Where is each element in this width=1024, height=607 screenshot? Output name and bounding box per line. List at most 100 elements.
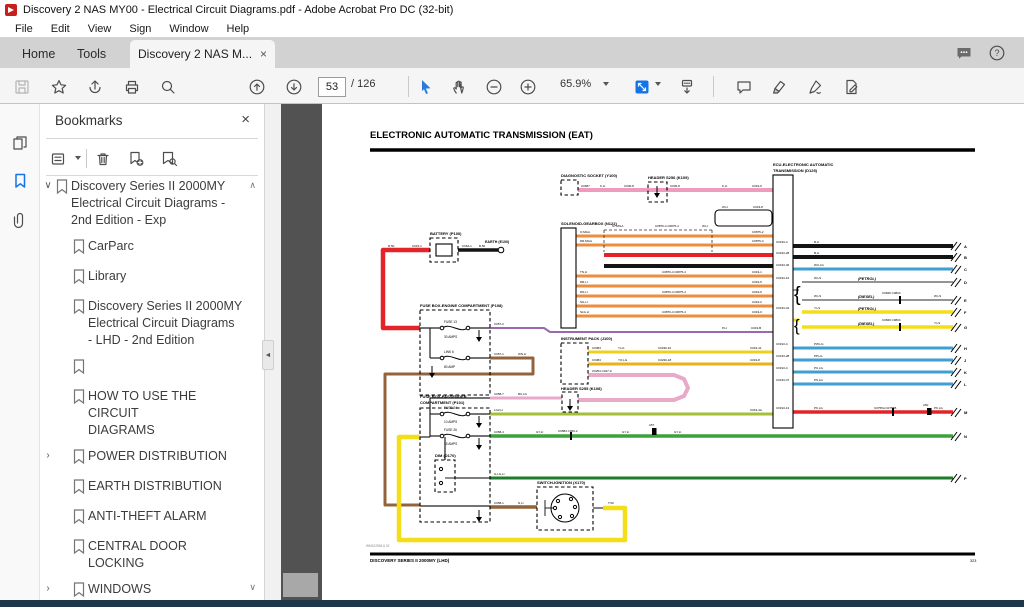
menu-edit[interactable]: Edit — [42, 22, 79, 36]
bookmark-item[interactable] — [40, 358, 245, 379]
chevron-spacer — [40, 508, 56, 529]
page-up-icon[interactable] — [246, 76, 268, 98]
tab-tools[interactable]: Tools — [65, 43, 118, 65]
svg-text:(DIESEL): (DIESEL) — [858, 322, 875, 326]
svg-text:30 AMPS: 30 AMPS — [444, 335, 457, 339]
bookmark-list: ∨ Discovery Series II 2000MYElectrical Ci… — [40, 178, 245, 600]
scroll-up-icon[interactable]: ∧ — [249, 180, 256, 191]
share-icon[interactable] — [84, 76, 106, 98]
svg-text:C0876-4 C0875-4: C0876-4 C0875-4 — [655, 224, 679, 228]
svg-text:C019-8: C019-8 — [750, 358, 760, 362]
document-gutter — [281, 104, 322, 600]
zoom-level-label[interactable]: 65.9% — [560, 78, 591, 90]
zoom-in-icon[interactable] — [517, 76, 539, 98]
svg-text:C: C — [964, 267, 967, 272]
chevron-spacer — [40, 478, 56, 499]
save-icon[interactable] — [11, 76, 33, 98]
fit-page-icon[interactable] — [631, 76, 653, 98]
chat-icon[interactable] — [953, 42, 975, 64]
options-caret-icon[interactable] — [75, 156, 81, 160]
page-down-icon[interactable] — [283, 76, 305, 98]
bookmark-item[interactable]: ∨Discovery Series II 2000MYElectrical Ci… — [40, 178, 245, 229]
bookmark-icon — [73, 298, 88, 349]
svg-text:B,50: B,50 — [479, 244, 486, 248]
menu-file[interactable]: File — [6, 22, 42, 36]
svg-text:15 AMPS: 15 AMPS — [444, 442, 457, 446]
svg-text:EARTH (E100): EARTH (E100) — [485, 240, 510, 244]
svg-text:DR,LI: DR,LI — [580, 280, 588, 284]
svg-text:DISCOVERY SERIES II 2000MY (LH: DISCOVERY SERIES II 2000MY (LHD) — [370, 558, 450, 563]
menu-window[interactable]: Window — [160, 22, 217, 36]
bookmark-item[interactable]: HOW TO USE THE CIRCUITDIAGRAMS — [40, 388, 245, 439]
svg-text:(DIESEL): (DIESEL) — [858, 295, 875, 299]
svg-text:C030-8: C030-8 — [670, 184, 680, 188]
find-bookmark-icon[interactable] — [158, 148, 180, 170]
bookmark-item[interactable]: EARTH DISTRIBUTION — [40, 478, 245, 499]
star-icon[interactable] — [48, 76, 70, 98]
bookmark-item[interactable]: ANTI-THEFT ALARM — [40, 508, 245, 529]
svg-text:C019-5: C019-5 — [752, 280, 762, 284]
svg-text:(PETROL): (PETROL) — [858, 277, 877, 281]
bookmark-item[interactable]: ›WINDOWS — [40, 581, 245, 600]
chevron-icon[interactable]: › — [40, 581, 56, 600]
bookmark-label: CENTRAL DOOR LOCKING — [88, 538, 245, 572]
close-tab-icon[interactable]: × — [260, 47, 267, 61]
svg-text:C0846 C0834: C0846 C0834 — [882, 291, 901, 295]
svg-text:C030-8: C030-8 — [624, 184, 634, 188]
svg-text:SOLENOID-GEARBOX (N122): SOLENOID-GEARBOX (N122) — [561, 221, 617, 226]
tab-home[interactable]: Home — [10, 43, 67, 65]
tab-document-label: Discovery 2 NAS M... — [138, 47, 252, 61]
menu-view[interactable]: View — [79, 22, 121, 36]
svg-text:PS,LG: PS,LG — [814, 378, 824, 382]
bookmark-item[interactable]: ›POWER DISTRIBUTION — [40, 448, 245, 469]
comment-icon[interactable] — [733, 76, 755, 98]
add-bookmark-icon[interactable] — [125, 148, 147, 170]
svg-text:F: F — [964, 310, 967, 315]
svg-text:P,LI: P,LI — [722, 326, 727, 330]
svg-text:C0193-47: C0193-47 — [776, 378, 790, 382]
svg-text:C0193-4: C0193-4 — [776, 342, 788, 346]
zoom-out-icon[interactable] — [483, 76, 505, 98]
help-icon[interactable]: ? — [986, 42, 1008, 64]
chevron-icon[interactable]: ∨ — [40, 178, 56, 229]
close-panel-icon[interactable]: × — [241, 111, 250, 128]
send-sign-icon[interactable] — [840, 76, 862, 98]
bookmark-item[interactable]: CarParc — [40, 238, 245, 259]
tab-document[interactable]: Discovery 2 NAS M... × — [130, 40, 275, 68]
chevron-icon[interactable]: › — [40, 448, 56, 469]
scroll-mode-icon[interactable] — [676, 76, 698, 98]
svg-text:FUSE BOX-ENGINE COMPARTMENT (P: FUSE BOX-ENGINE COMPARTMENT (P108) — [420, 303, 503, 308]
bookmark-item[interactable]: Discovery Series II 2000MYElectrical Cir… — [40, 298, 245, 349]
svg-text:DN,LI: DN,LI — [580, 290, 588, 294]
svg-text:W,LS: W,LS — [814, 276, 821, 280]
svg-text:A57: A57 — [649, 423, 655, 427]
find-icon[interactable] — [157, 76, 179, 98]
svg-text:BU,LG: BU,LG — [518, 392, 528, 396]
options-icon[interactable] — [48, 148, 70, 170]
svg-text:ECU-ELECTRONIC AUTOMATIC: ECU-ELECTRONIC AUTOMATIC — [773, 162, 833, 167]
horizontal-scrollbar-thumb[interactable] — [283, 573, 318, 597]
svg-text:C064-1: C064-1 — [462, 244, 472, 248]
highlight-icon[interactable] — [768, 76, 790, 98]
print-icon[interactable] — [121, 76, 143, 98]
menu-sign[interactable]: Sign — [120, 22, 160, 36]
collapse-panel-handle[interactable]: ◄ — [262, 340, 274, 370]
rail-bookmarks-icon[interactable] — [9, 170, 31, 192]
fill-sign-icon[interactable] — [804, 76, 826, 98]
pdf-page: ABCDEFGHJKLMNPELECTRONIC AUTOMATIC TRANS… — [322, 110, 1024, 600]
rail-attachments-icon[interactable] — [9, 208, 31, 230]
select-icon[interactable] — [415, 76, 437, 98]
bookmark-item[interactable]: Library — [40, 268, 245, 289]
scroll-down-icon[interactable]: ∨ — [249, 582, 256, 593]
page-number-input[interactable]: 53 — [318, 77, 346, 97]
rail-page-thumbnails-icon[interactable] — [9, 132, 31, 154]
hand-icon[interactable] — [448, 76, 470, 98]
menu-help[interactable]: Help — [218, 22, 259, 36]
svg-text:C019-B: C019-B — [751, 326, 761, 330]
zoom-caret-icon[interactable] — [603, 82, 609, 86]
svg-text:C0193-46: C0193-46 — [776, 263, 790, 267]
svg-text:C0384: C0384 — [592, 358, 601, 362]
trash-icon[interactable] — [92, 148, 114, 170]
fit-caret-icon[interactable] — [655, 82, 661, 86]
bookmark-item[interactable]: CENTRAL DOOR LOCKING — [40, 538, 245, 572]
